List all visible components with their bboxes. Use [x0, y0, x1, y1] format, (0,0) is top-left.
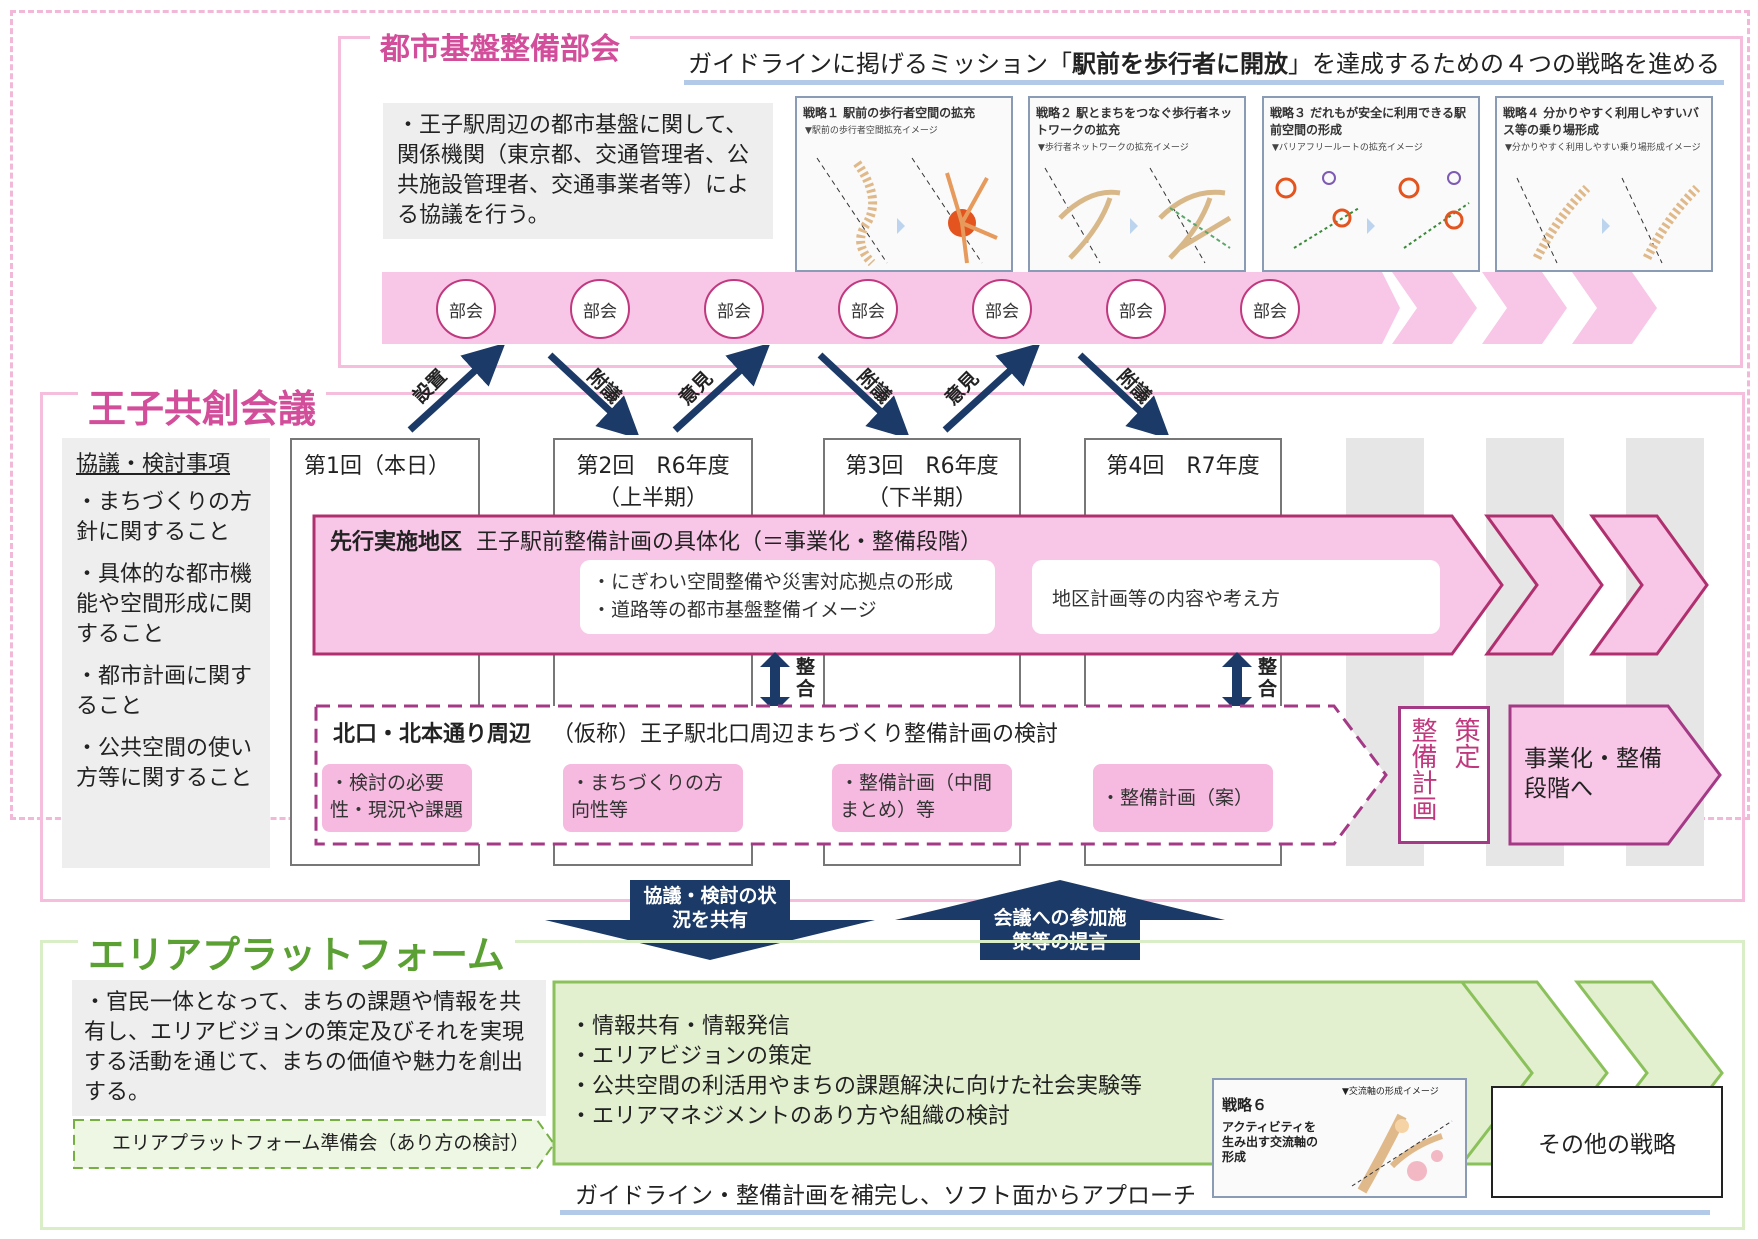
- senko-item-box-2: 地区計画等の内容や考え方: [1032, 560, 1440, 634]
- toshi-desc-box: ・王子駅周辺の都市基盤に関して、関係機関（東京都、交通管理者、公共施設管理者、交…: [383, 103, 773, 239]
- bukai-bubble-4: 部会: [838, 279, 898, 339]
- strategy-6-title: 戦略６: [1222, 1096, 1268, 1114]
- mission-pre: ガイドラインに掲げるミッション「: [688, 50, 1072, 78]
- seibi-keikaku-col1: 策定: [1450, 717, 1480, 769]
- area-desc-box: ・官民一体となって、まちの課題や情報を共有し、エリアビジョンの策定及びそれを実現…: [72, 980, 546, 1116]
- other-strategy-label: その他の戦略: [1538, 1132, 1676, 1158]
- kita-pill-1: ・検討の必要性・現況や課題: [322, 764, 472, 832]
- topic-item: ・都市計画に関すること: [76, 664, 253, 719]
- strategy-2-sub: ▼歩行者ネットワークの拡充イメージ: [1038, 143, 1189, 153]
- mission-post: 」を達成するための４つの戦略を進める: [1288, 50, 1720, 78]
- bukai-bubble-5: 部会: [972, 279, 1032, 339]
- other-strategy-box: その他の戦略: [1491, 1086, 1723, 1198]
- kita-pill-2: ・まちづくりの方向性等: [563, 764, 743, 832]
- strategy-1-card: 戦略１ 駅前の歩行者空間の拡充 ▼駅前の歩行者空間拡充イメージ: [795, 96, 1013, 272]
- bukai-bubble-1: 部会: [436, 279, 496, 339]
- strategy-4-title: 戦略４ 分かりやすく利用しやすいバス等の乗り場形成: [1503, 106, 1700, 137]
- strategy-1-title: 戦略１ 駅前の歩行者空間の拡充: [803, 106, 976, 120]
- strategy-1-sub: ▼駅前の歩行者空間拡充イメージ: [805, 126, 938, 136]
- mission-underline: [684, 80, 1724, 85]
- topics-list: ・まちづくりの方針に関すること ・具体的な都市機能や空間形成に関すること ・都市…: [76, 488, 262, 794]
- jigyoka-label: 事業化・整備段階へ: [1524, 746, 1662, 802]
- area-title: エリアプラットフォーム: [78, 924, 515, 979]
- kita-bold: 北口・北本通り周辺: [333, 722, 532, 747]
- strategy-4-illustration: [1516, 177, 1701, 264]
- topic-item: ・具体的な都市機能や空間形成に関すること: [76, 562, 253, 647]
- area-item: ・公共空間の利活用やまちの課題解決に向けた社会実験等: [570, 1074, 1143, 1099]
- strategy-3-sub: ▼バリアフリールートの拡充イメージ: [1272, 143, 1423, 153]
- strategy-1-illustration: [816, 157, 998, 267]
- seigo-label-1: 整合: [796, 656, 816, 700]
- share-up-arrow: [895, 880, 1225, 960]
- kita-pill-4: ・整備計画（案）: [1093, 764, 1273, 832]
- connector-arrows: [407, 345, 1171, 435]
- area-section: [40, 940, 1745, 1230]
- strategy-2-card: 戦略２ 駅とまちをつなぐ歩行者ネットワークの拡充 ▼歩行者ネットワークの拡充イメ…: [1028, 96, 1246, 272]
- mission-bold: 駅前を歩行者に開放: [1072, 50, 1288, 78]
- kita-pill-3: ・整備計画（中間まとめ）等: [832, 764, 1012, 832]
- bukai-bubble-2: 部会: [570, 279, 630, 339]
- seigo-label-2: 整合: [1258, 656, 1278, 700]
- senko-item-1: ・にぎわい空間整備や災害対応拠点の形成: [592, 571, 954, 593]
- area-footer-underline: [560, 1210, 1710, 1215]
- area-desc: ・官民一体となって、まちの課題や情報を共有し、エリアビジョンの策定及びそれを実現…: [84, 990, 525, 1105]
- strategy-3-illustration: [1275, 171, 1470, 249]
- bukai-bubble-3: 部会: [704, 279, 764, 339]
- strategy-6-body: アクティビティを生み出す交流軸の形成: [1222, 1120, 1319, 1164]
- meeting-2-label: 第2回 R6年度: [576, 454, 730, 479]
- topics-heading: 協議・検討事項: [76, 452, 231, 477]
- share-down-label: 協議・検討の状況を共有: [643, 885, 777, 931]
- oji-title: 王子共創会議: [78, 378, 327, 433]
- strategy-6-card: 戦略６ アクティビティを生み出す交流軸の形成 ▼交流軸の形成イメージ: [1212, 1078, 1467, 1198]
- kita-heading: 北口・北本通り周辺 （仮称）王子駅北口周辺まちづくり整備計画の検討: [333, 716, 1058, 748]
- oji-section: [40, 392, 1745, 902]
- area-items: ・情報共有・情報発信 ・エリアビジョンの策定 ・公共空間の利活用やまちの課題解決…: [570, 1012, 1142, 1132]
- topics-box: 協議・検討事項 ・まちづくりの方針に関すること ・具体的な都市機能や空間形成に関…: [62, 438, 270, 868]
- share-up-label: 会議への参加施策等の提言: [993, 907, 1127, 953]
- prep-label: エリアプラットフォーム準備会（あり方の検討）: [112, 1132, 530, 1154]
- strategy-3-card: 戦略３ だれもが安全に利用できる駅前空間の形成 ▼バリアフリールートの拡充イメー…: [1262, 96, 1480, 272]
- strategy-2-title: 戦略２ 駅とまちをつなぐ歩行者ネットワークの拡充: [1036, 106, 1233, 137]
- kita-text: （仮称）王子駅北口周辺まちづくり整備計画の検討: [552, 722, 1059, 747]
- strategy-4-sub: ▼分かりやすく利用しやすい乗り場形成イメージ: [1505, 143, 1701, 153]
- topic-item: ・公共空間の使い方等に関すること: [76, 736, 253, 791]
- senko-item-box-1: ・にぎわい空間整備や災害対応拠点の形成 ・道路等の都市基盤整備イメージ: [580, 560, 995, 634]
- senko-text: 王子駅前整備計画の具体化（＝事業化・整備段階）: [476, 530, 983, 555]
- toshi-title: 都市基盤整備部会: [370, 24, 630, 68]
- meeting-2-sub: （上半期）: [597, 486, 708, 511]
- bukai-bubble-6: 部会: [1106, 279, 1166, 339]
- meeting-4-label: 第4回 R7年度: [1106, 454, 1260, 479]
- seigo-arrow-2: [1222, 652, 1252, 712]
- topic-item: ・まちづくりの方針に関すること: [76, 490, 253, 545]
- strategy-3-title: 戦略３ だれもが安全に利用できる駅前空間の形成: [1270, 106, 1466, 137]
- senko-item-2: ・道路等の都市基盤整備イメージ: [592, 599, 877, 621]
- strategy-6-sub: ▼交流軸の形成イメージ: [1342, 1087, 1439, 1097]
- prep-arrow: [73, 1119, 556, 1169]
- area-item: ・エリアマネジメントのあり方や組織の検討: [570, 1104, 1011, 1129]
- seibi-keikaku-box: 整備計画 策定: [1398, 706, 1490, 844]
- senko-heading: 先行実施地区 王子駅前整備計画の具体化（＝事業化・整備段階）: [330, 524, 982, 556]
- senko-item-3: 地区計画等の内容や考え方: [1052, 588, 1281, 610]
- strategy-2-illustration: [1044, 167, 1232, 264]
- strategy-6-illustration: [1351, 1113, 1453, 1194]
- senko-bold: 先行実施地区: [330, 530, 463, 555]
- area-item: ・情報共有・情報発信: [570, 1014, 791, 1039]
- bukai-bubble-7: 部会: [1240, 279, 1300, 339]
- seibi-keikaku-col2: 整備計画: [1407, 717, 1437, 821]
- toshi-desc: ・王子駅周辺の都市基盤に関して、関係機関（東京都、交通管理者、公共施設管理者、交…: [397, 113, 750, 228]
- jigyoka-arrow: [1508, 704, 1722, 846]
- strategy-4-card: 戦略４ 分かりやすく利用しやすいバス等の乗り場形成 ▼分かりやすく利用しやすい乗…: [1495, 96, 1713, 272]
- area-footer: ガイドライン・整備計画を補完し、ソフト面からアプローチ: [575, 1183, 1196, 1209]
- meeting-3-label: 第3回 R6年度: [845, 454, 999, 479]
- meeting-3-sub: （下半期）: [866, 486, 977, 511]
- seigo-arrow-1: [760, 652, 790, 712]
- area-item: ・エリアビジョンの策定: [570, 1044, 813, 1069]
- mission-text: ガイドラインに掲げるミッション「駅前を歩行者に開放」を達成するための４つの戦略を…: [688, 44, 1720, 79]
- meeting-1-label: 第1回（本日）: [304, 454, 450, 479]
